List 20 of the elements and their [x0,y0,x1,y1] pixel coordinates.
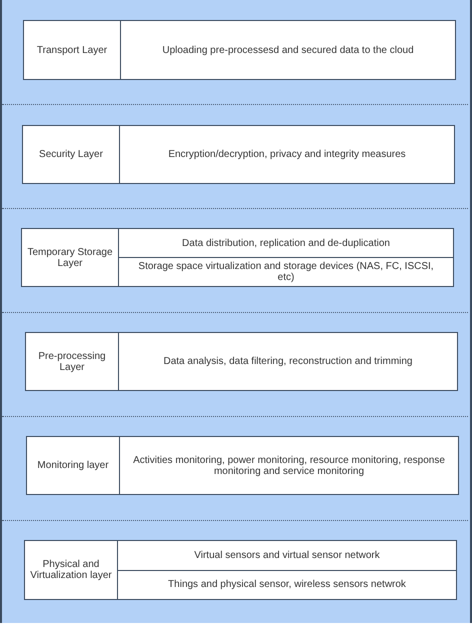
layer-name: Temporary Storage Layer [26,246,114,268]
layer-name: Transport Layer [36,44,108,56]
layer-name: Pre-processing Layer [37,350,107,372]
layer-description: Uploading pre-processesd and secured data to the cloud [162,44,414,56]
layer-description: Encryption/decryption, privacy and integrity measures [168,149,406,160]
layer-description: Activities monitoring, power monitoring, resource monitoring, response monitoring and service monitoring [132,454,446,476]
layer-description: Storage space virtualization and storage devices (NAS, FC, ISCSI, etc) [137,261,435,283]
layer-name: Security Layer [39,149,103,160]
layer-name: Monitoring layer [37,460,109,471]
layer-box [25,332,458,391]
layer-box [26,436,459,495]
layer-description: Things and physical sensor, wireless sensors netwrok [168,579,406,590]
layer-box [22,125,455,184]
layer-description: Virtual sensors and virtual sensor network [194,550,380,561]
layer-box [24,540,457,600]
layer-description: Data analysis, data filtering, reconstruction and trimming [163,356,412,367]
layer-box [21,228,454,287]
layer-box [23,20,456,80]
layer-name: Physical and Virtualization layer [29,559,113,581]
layer-description: Data distribution, replication and de-duplication [182,238,390,248]
